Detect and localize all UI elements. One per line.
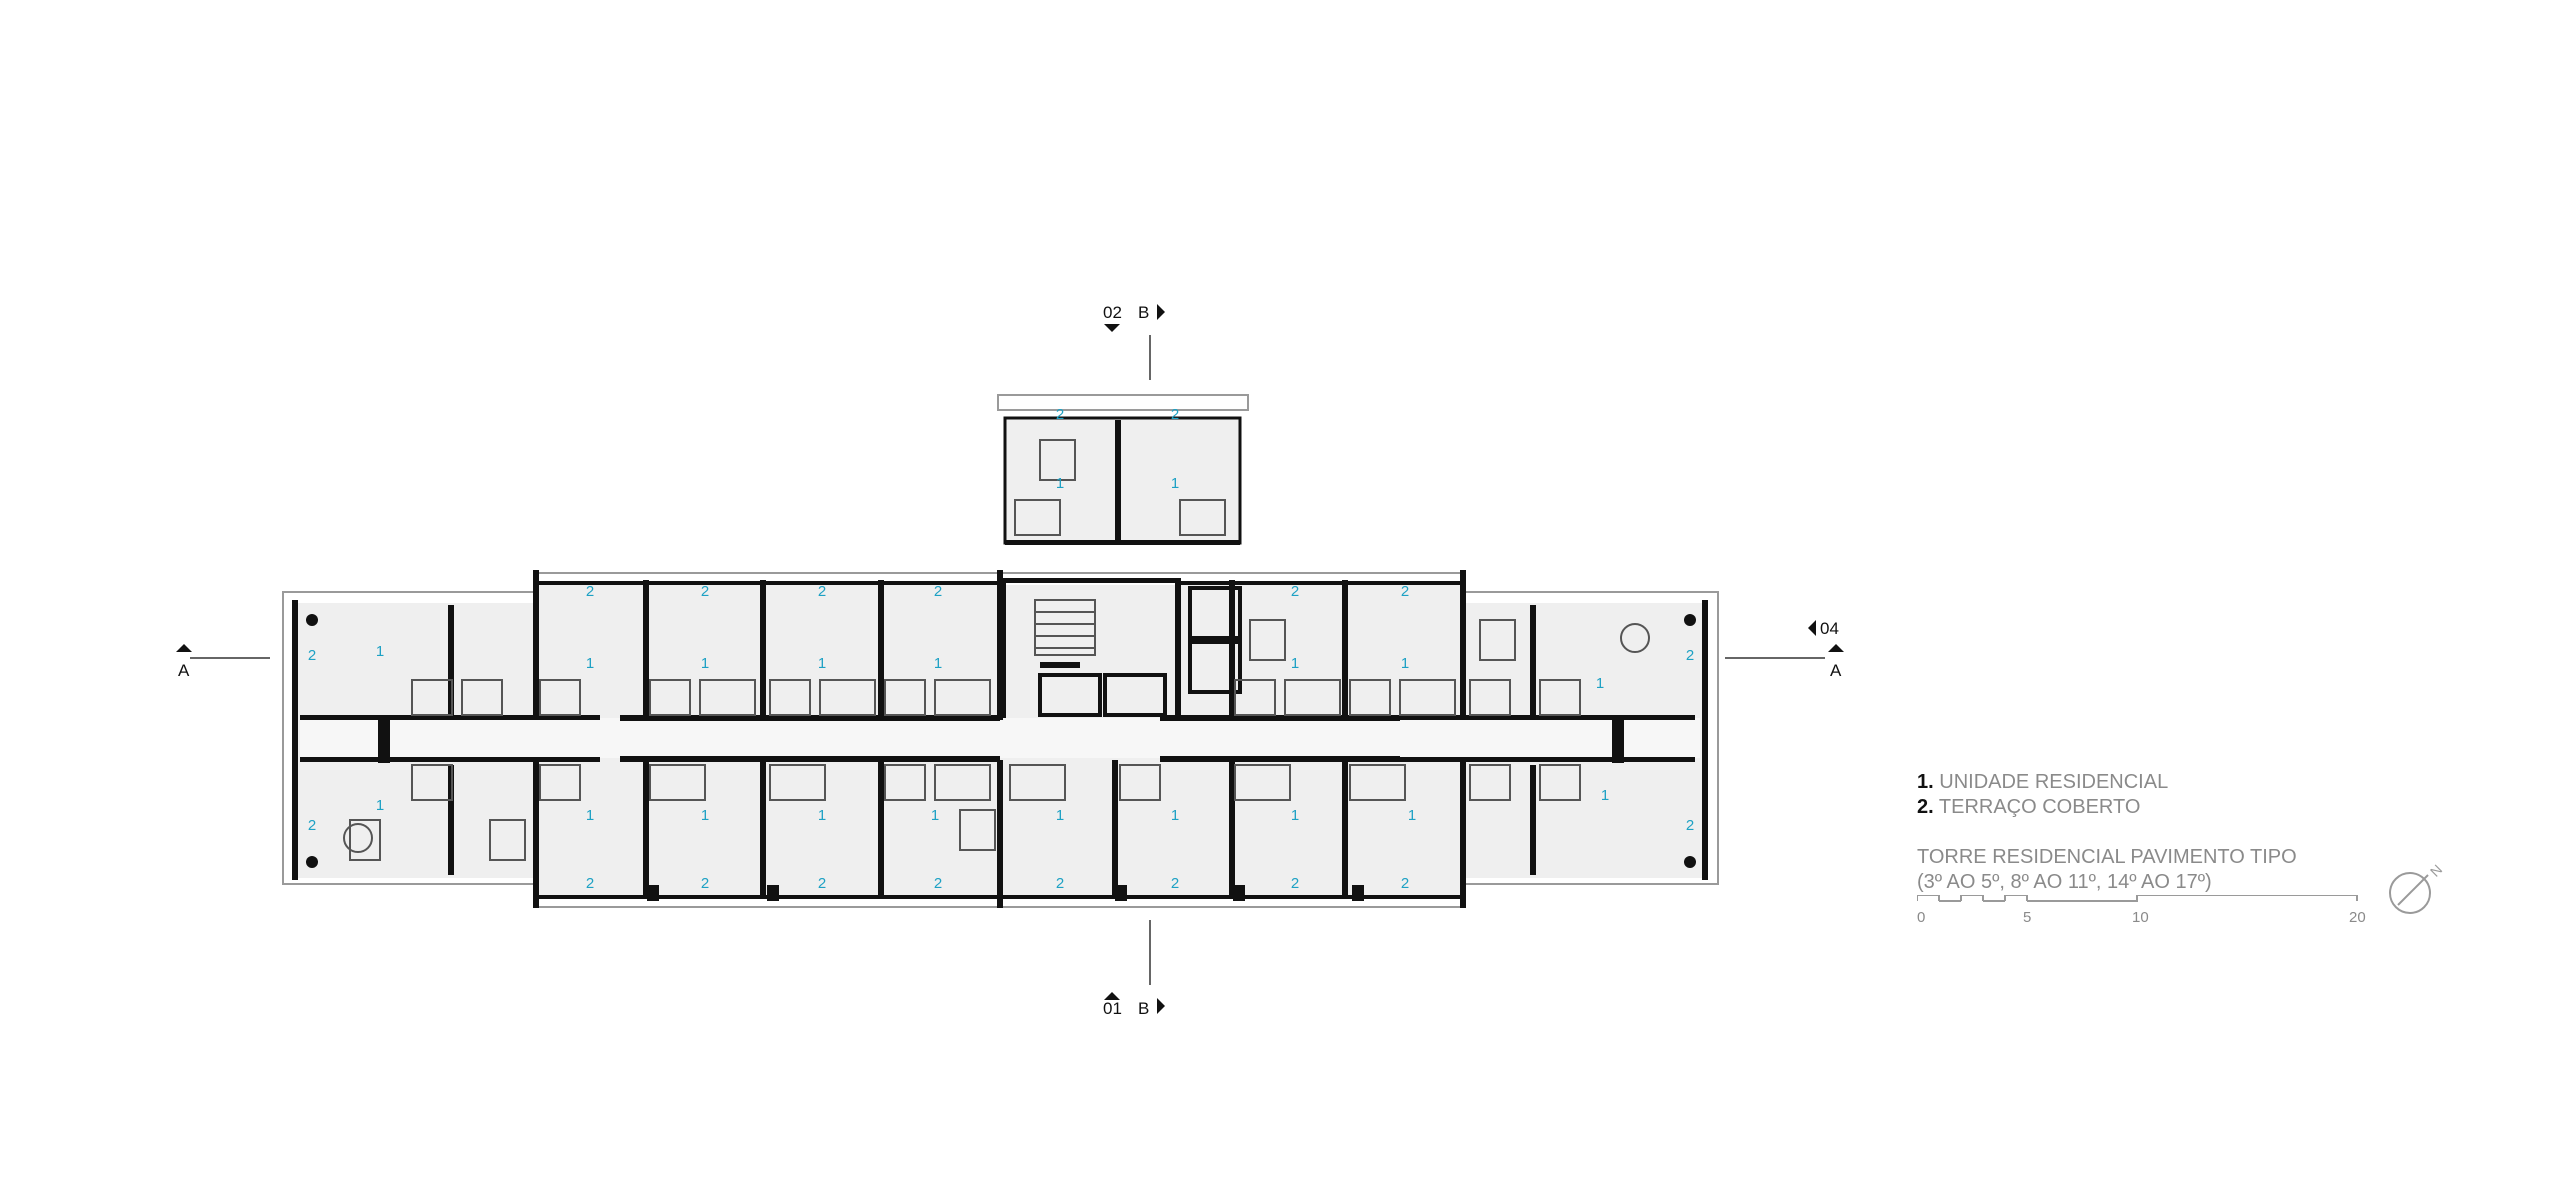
room-label-terrace: 2 [308,647,316,664]
north-label: N [2427,861,2445,879]
room-label-terrace: 2 [1291,583,1299,600]
section-arrow-top-b-icon [1157,304,1165,320]
section-left-letter: A [178,661,190,680]
section-top-letter: B [1138,303,1149,322]
legend-subtitle: (3º AO 5º, 8º AO 11º, 14º AO 17º) [1917,871,2212,893]
legend-item: 2. TERRAÇO COBERTO [1917,795,2297,820]
room-label-unit: 1 [818,807,826,824]
room-label-unit: 1 [931,807,939,824]
room-label-terrace: 2 [701,583,709,600]
room-label-unit: 1 [376,797,384,814]
room-label-terrace: 2 [586,875,594,892]
room-label-terrace: 2 [1171,406,1179,423]
room-label-unit: 1 [1171,475,1179,492]
room-label-unit: 1 [701,807,709,824]
room-label-terrace: 2 [818,583,826,600]
room-label-unit: 1 [1056,475,1064,492]
scale-bar: 0 5 10 20 [1917,895,2366,926]
room-label-unit: 1 [1171,807,1179,824]
room-label-terrace: 2 [586,583,594,600]
section-top-num: 02 [1103,303,1122,322]
legend-item-label: TERRAÇO COBERTO [1938,796,2141,818]
room-label-terrace: 2 [1171,875,1179,892]
scale-tick: 5 [2023,909,2031,926]
room-label-terrace: 2 [1056,875,1064,892]
section-arrow-bottom-icon [1104,992,1120,1000]
room-label-unit: 1 [1401,655,1409,672]
legend-item-num: 2. [1917,796,1934,818]
room-label-terrace: 2 [934,583,942,600]
room-label-terrace: 2 [1056,406,1064,423]
section-arrow-bottom-b-icon [1157,998,1165,1014]
section-arrow-top-icon [1104,324,1120,332]
legend-item-num: 1. [1917,771,1934,793]
room-label-unit: 1 [1291,655,1299,672]
room-label-unit: 1 [1601,787,1609,804]
scale-tick: 20 [2349,909,2366,926]
section-right-num: 04 [1820,619,1839,638]
scale-tick: 0 [1917,909,1925,926]
legend-item-label: UNIDADE RESIDENCIAL [1939,771,2169,793]
room-label-unit: 1 [701,655,709,672]
room-label-terrace: 2 [1686,817,1694,834]
room-label-unit: 1 [376,643,384,660]
room-label-terrace: 2 [818,875,826,892]
room-label-unit: 1 [1056,807,1064,824]
section-bottom-letter: B [1138,999,1149,1018]
section-arrow-right-icon [1828,644,1844,652]
room-label-unit: 1 [934,655,942,672]
section-arrow-left-icon [176,644,192,652]
room-label-unit: 1 [586,807,594,824]
legend-title: TORRE RESIDENCIAL PAVIMENTO TIPO [1917,846,2297,868]
partitions [343,439,1650,861]
scale-tick: 10 [2132,909,2149,926]
section-arrow-right-04-icon [1808,620,1816,636]
room-label-terrace: 2 [701,875,709,892]
section-bottom-num: 01 [1103,999,1122,1018]
walls [292,420,1708,908]
legend: 1. UNIDADE RESIDENCIAL 2. TERRAÇO COBERT… [1917,770,2297,895]
room-label-terrace: 2 [1401,583,1409,600]
room-label-terrace: 2 [1401,875,1409,892]
room-label-unit: 1 [586,655,594,672]
room-label-terrace: 2 [1686,647,1694,664]
room-label-terrace: 2 [934,875,942,892]
legend-item: 1. UNIDADE RESIDENCIAL [1917,770,2297,795]
room-label-unit: 1 [1291,807,1299,824]
section-lines [190,335,1825,985]
room-label-terrace: 2 [308,817,316,834]
section-arrows [176,304,1844,1014]
room-label-unit: 1 [818,655,826,672]
north-arrow-icon [2389,872,2431,914]
room-label-unit: 1 [1408,807,1416,824]
room-label-terrace: 2 [1291,875,1299,892]
section-right-letter: A [1830,661,1842,680]
room-label-unit: 1 [1596,675,1604,692]
